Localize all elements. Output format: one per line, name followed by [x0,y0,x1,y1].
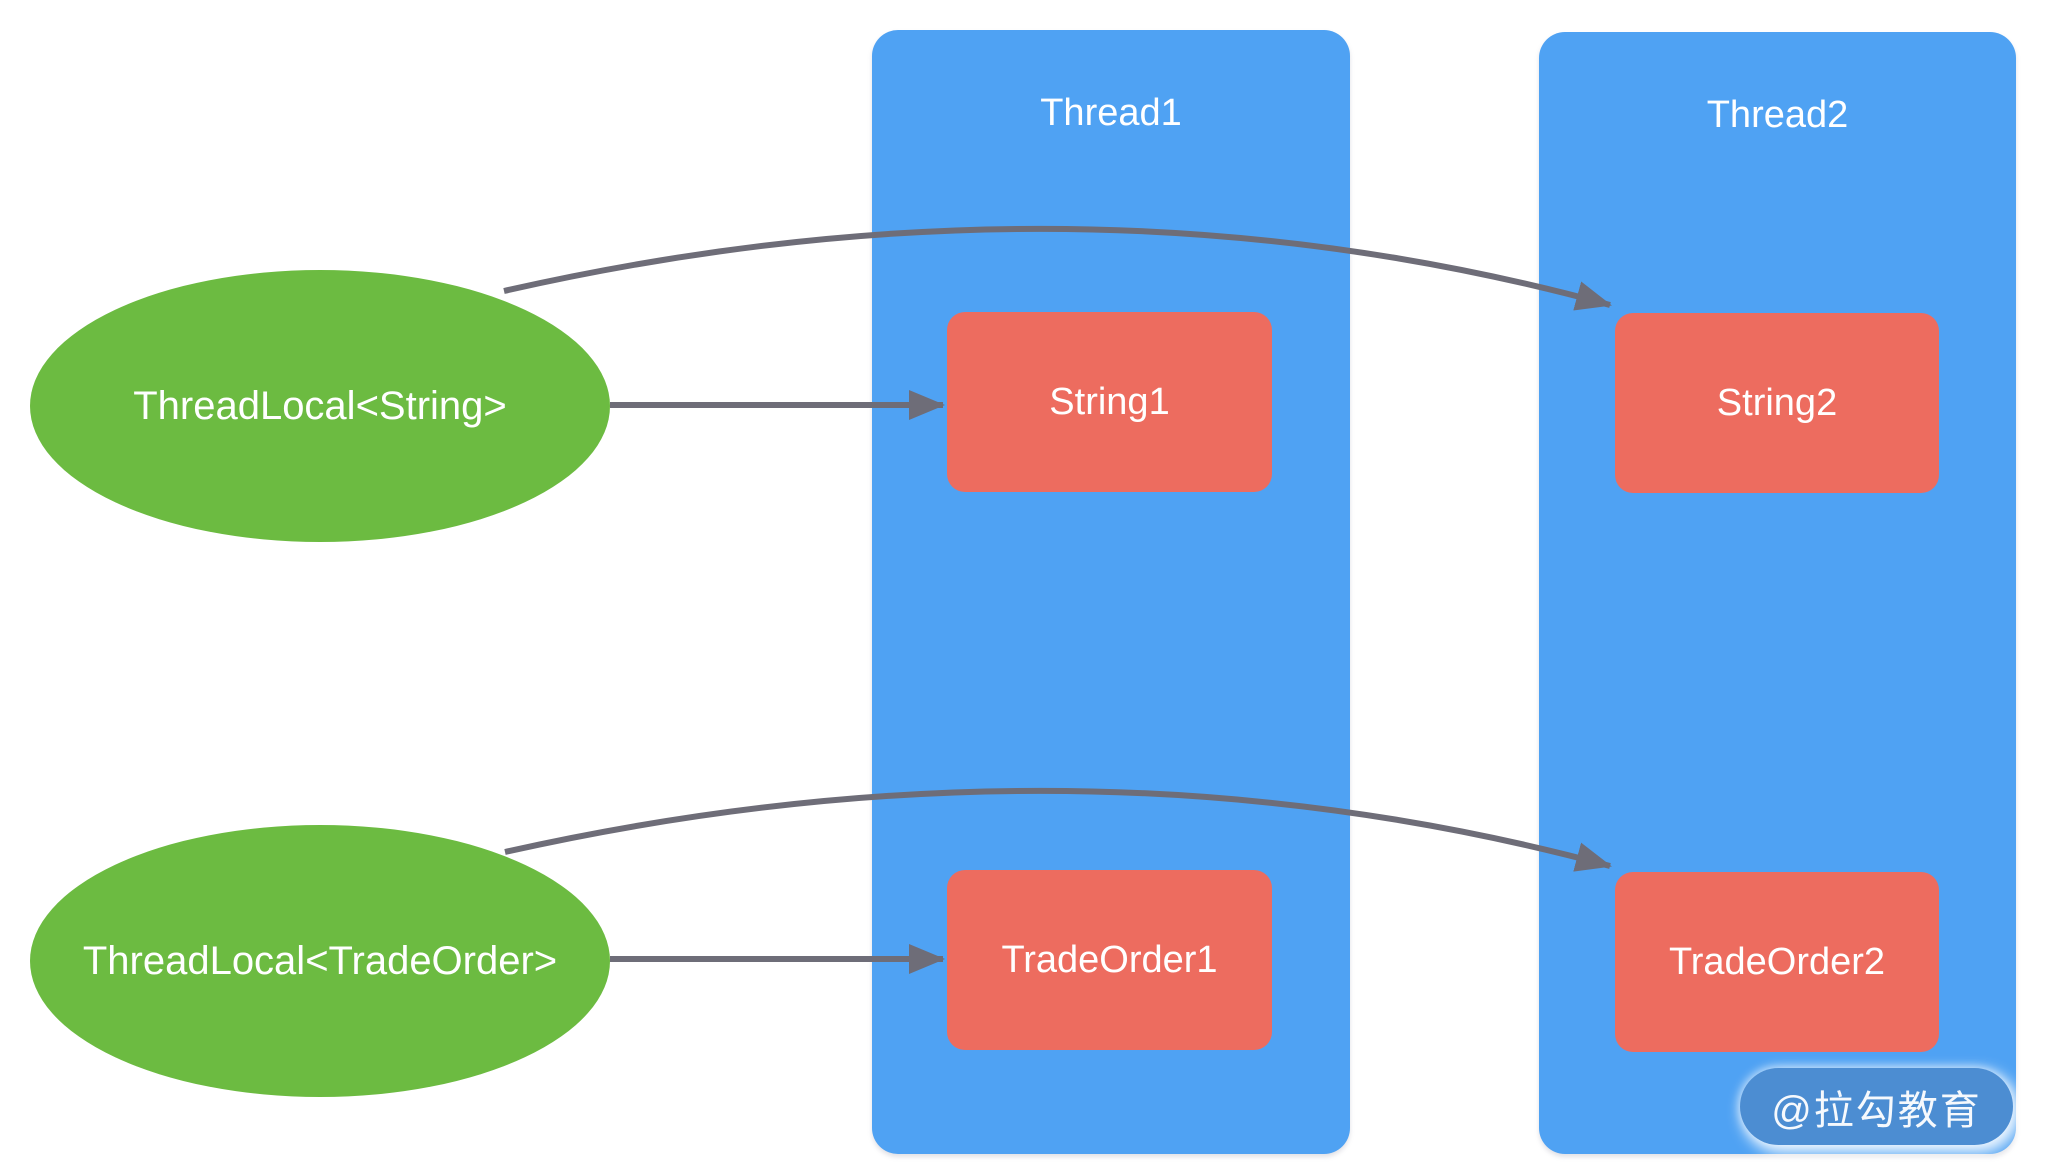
box-tradeorder1: TradeOrder1 [947,870,1272,1050]
box-string2: String2 [1615,313,1939,493]
watermark-badge: @拉勾教育 [1740,1068,2013,1145]
thread2-title: Thread2 [1706,94,1849,136]
box-string1: String1 [947,312,1272,492]
ellipse-threadlocal-tradeorder: ThreadLocal<TradeOrder> [30,825,610,1097]
thread1-title: Thread1 [1040,92,1182,134]
box-tradeorder2: TradeOrder2 [1615,872,1939,1052]
ellipse-threadlocal-string: ThreadLocal<String> [30,270,610,542]
thread2-column: Thread2 String2 TradeOrder2 [1539,32,2016,1154]
thread1-column: Thread1 String1 TradeOrder1 [872,30,1350,1154]
